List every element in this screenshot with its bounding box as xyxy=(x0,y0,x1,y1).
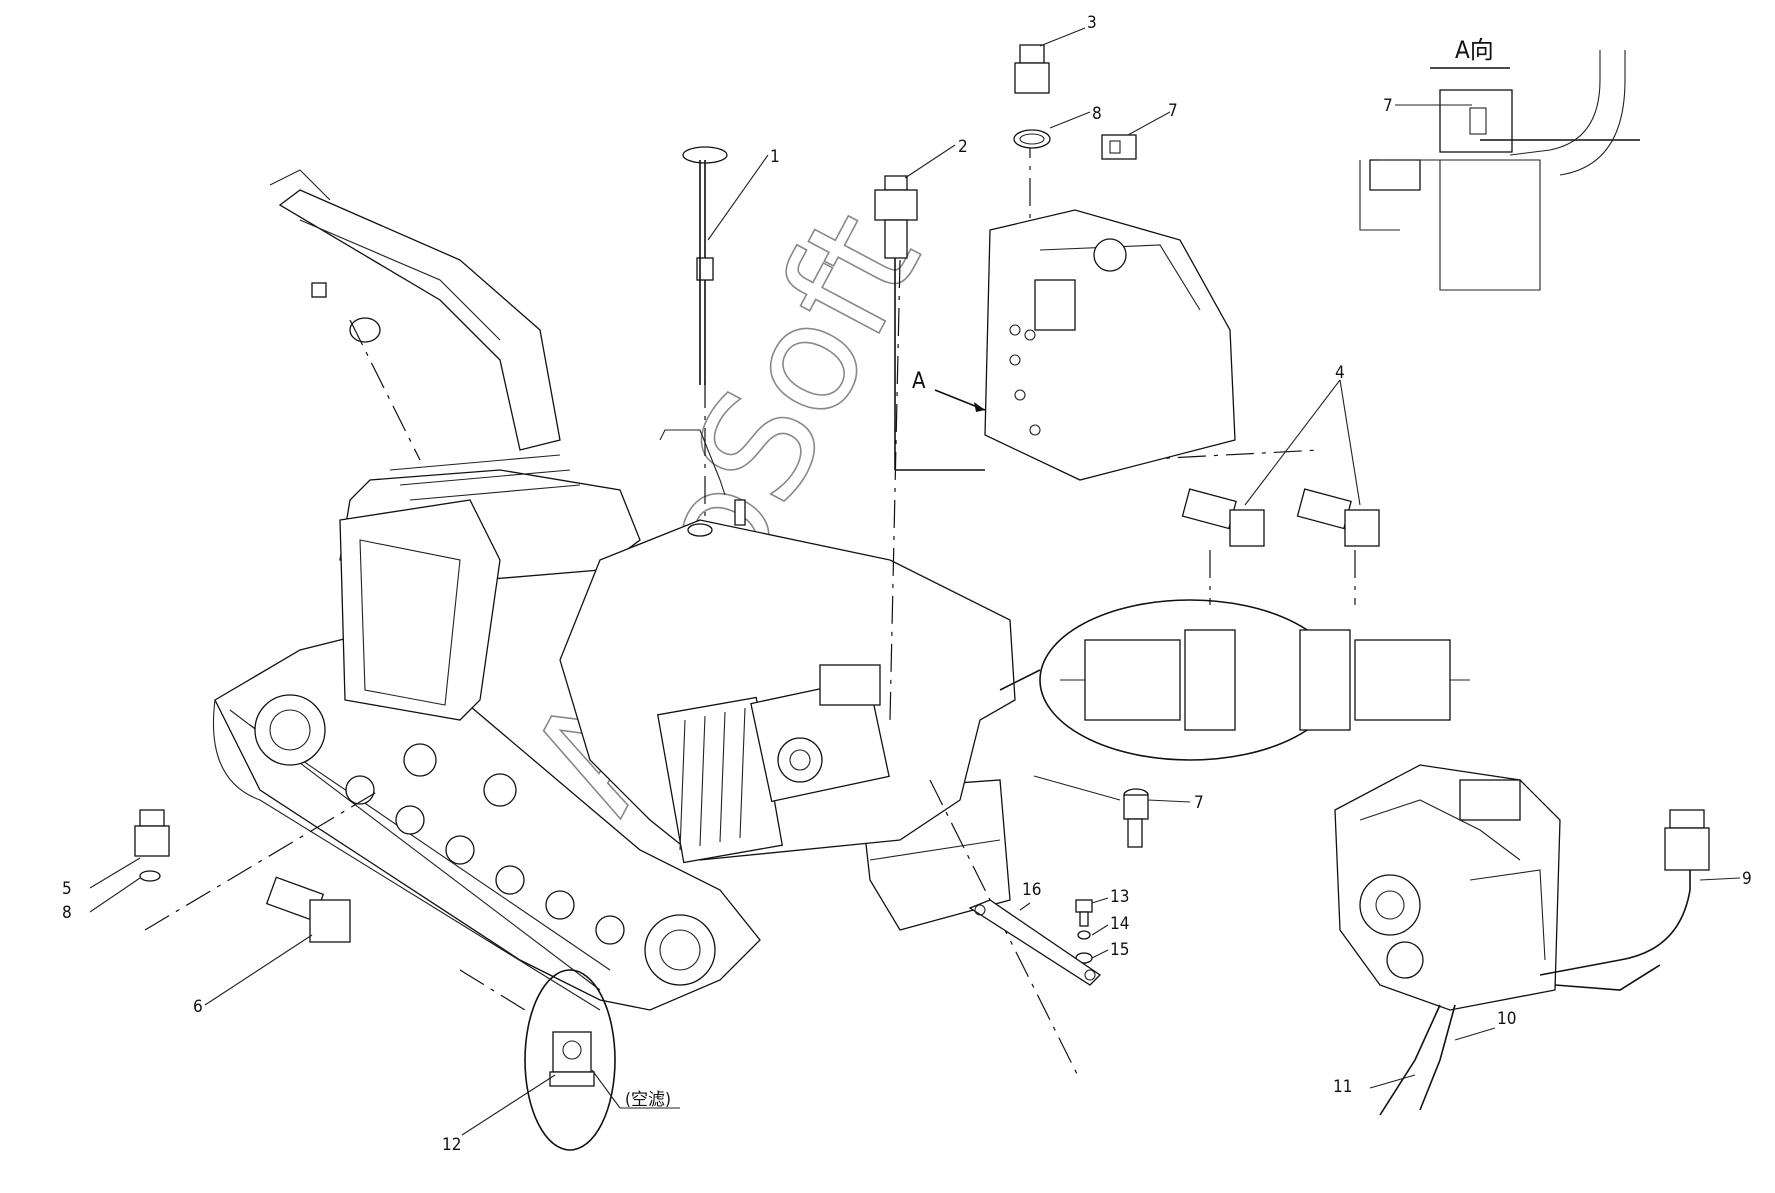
view-arrow-a: A xyxy=(912,369,986,412)
part-7-switch xyxy=(1123,788,1149,848)
callout-7-right: 7 xyxy=(1194,793,1204,813)
callout-15: 15 xyxy=(1110,940,1129,960)
part-7-relay-top xyxy=(1101,134,1137,160)
part-3-pressure-switch xyxy=(1013,44,1051,149)
callout-14: 14 xyxy=(1110,914,1129,934)
svg-text:(空滤): (空滤) xyxy=(625,1090,671,1110)
callout-5: 5 xyxy=(62,879,72,899)
part-2-temp-sensor xyxy=(874,175,985,471)
callout-3: 3 xyxy=(1087,13,1097,33)
engine-illustration xyxy=(1334,764,1710,1116)
callout-16: 16 xyxy=(1022,880,1041,900)
parts-13-16 xyxy=(968,899,1102,986)
callout-4: 4 xyxy=(1335,363,1345,383)
callout-8-top: 8 xyxy=(1092,104,1102,124)
callout-10: 10 xyxy=(1497,1009,1516,1029)
electrical-box xyxy=(984,209,1236,481)
part-4-sensors xyxy=(1181,488,1380,547)
callout-1: 1 xyxy=(770,147,780,167)
inset-a-view: A向 xyxy=(1359,36,1640,291)
callout-labels: 1 2 3 4 5 6 7 7 7 8 8 9 10 11 12 13 14 1… xyxy=(62,13,1752,1155)
callout-7-top: 7 xyxy=(1168,101,1178,121)
callout-6: 6 xyxy=(193,997,203,1017)
callout-9: 9 xyxy=(1742,869,1752,889)
callout-12: 12 xyxy=(442,1135,461,1155)
parts-5-8-6 xyxy=(134,809,351,943)
svg-text:A向: A向 xyxy=(1455,36,1494,64)
callout-13: 13 xyxy=(1110,887,1129,907)
track-rollers xyxy=(345,743,625,945)
part-12-inset: (空滤) xyxy=(524,969,680,1151)
pump-detail-ellipse xyxy=(999,599,1470,761)
callout-8-left: 8 xyxy=(62,903,72,923)
callout-7-inset: 7 xyxy=(1383,96,1393,116)
callout-2: 2 xyxy=(958,137,968,157)
part-1-fuel-sensor xyxy=(682,146,728,385)
callout-leaders xyxy=(89,27,1741,1136)
callout-11: 11 xyxy=(1333,1077,1352,1097)
excavator-illustration xyxy=(212,169,1016,1011)
svg-text:A: A xyxy=(912,369,926,394)
